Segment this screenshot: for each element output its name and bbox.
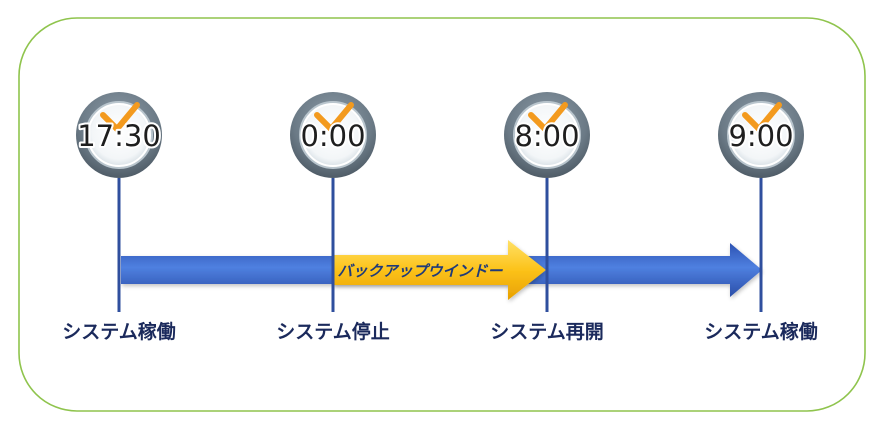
clock-icon: 9:00 xyxy=(718,92,804,178)
clock-time: 8:00 xyxy=(514,119,579,153)
timeline-markers xyxy=(117,178,763,312)
timeline-label: システム再開 xyxy=(490,321,603,343)
timeline-label: システム停止 xyxy=(276,320,389,343)
timeline-label: システム稼働 xyxy=(62,320,175,343)
clock-icon: 0:00 xyxy=(290,92,376,178)
clock-hands xyxy=(100,102,140,132)
clock-time: 9:00 xyxy=(728,119,793,153)
clock-icon: 17:30 xyxy=(75,92,163,178)
clock-hands xyxy=(314,102,354,132)
clock-time: 0:00 xyxy=(300,119,365,153)
diagram-frame xyxy=(18,17,866,412)
clock-hands xyxy=(742,102,782,132)
timeline-label: システム稼働 xyxy=(704,320,817,343)
clock-icon: 8:00 xyxy=(504,92,590,178)
clock-hands xyxy=(528,102,568,132)
clock-time: 17:30 xyxy=(77,119,161,153)
backup-window-arrow xyxy=(333,240,546,300)
backup-window-label: バックアップウインドー xyxy=(337,262,503,280)
